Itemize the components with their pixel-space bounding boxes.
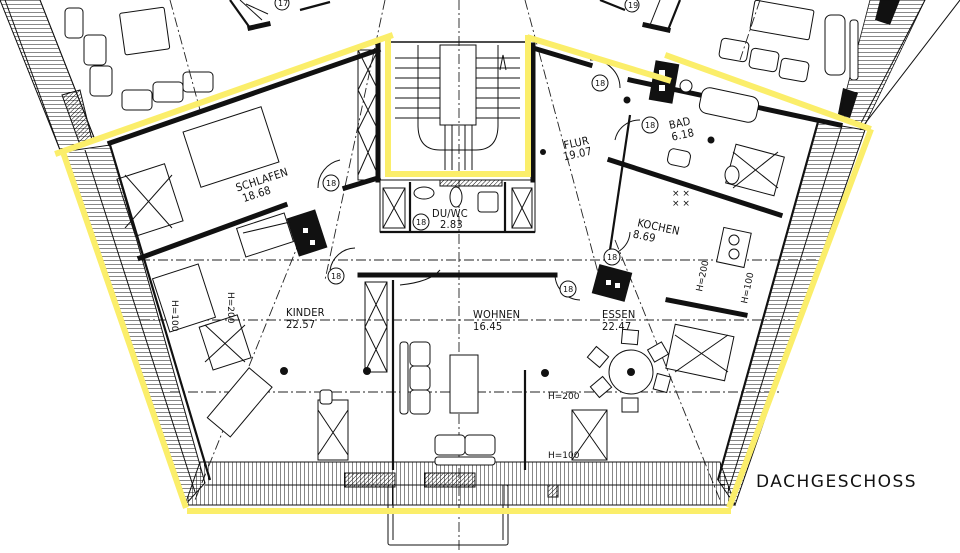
svg-text:× ×: × × (672, 199, 690, 209)
furniture: × × × × (151, 79, 760, 466)
room-area-duwc: 2.83 (440, 218, 463, 231)
height-note: H=100 (169, 300, 179, 332)
drawing-title: DACHGESCHOSS (756, 472, 917, 492)
walls (106, 42, 843, 470)
door-marker-schlafen: 18 (326, 179, 336, 188)
height-note: H=200 (695, 259, 711, 292)
room-area-kochen: 8.69 (632, 228, 657, 245)
height-note: H=100 (548, 451, 580, 461)
stairwell (387, 41, 527, 175)
door-marker-kinder: 18 (331, 272, 341, 281)
room-name-duwc: DU/WC (432, 207, 468, 220)
upper-left-unit: 17 (0, 0, 331, 151)
door-marker-17: 17 (278, 0, 288, 8)
room-area-wohnen: 16.45 (473, 320, 502, 333)
door-marker-duwc: 18 (416, 218, 426, 227)
upper-right-unit: 19 (599, 0, 960, 131)
height-note: H=200 (225, 292, 235, 324)
room-area-flur: 19.07 (562, 145, 593, 164)
door-marker-19: 19 (628, 1, 638, 10)
room-name-kinder: KINDER (286, 306, 325, 319)
room-name-wohnen: WOHNEN (473, 308, 520, 321)
chimneys (280, 60, 715, 377)
room-name-essen: ESSEN (602, 308, 635, 321)
door-marker-essen: 18 (563, 285, 573, 294)
room-area-essen: 22.47 (602, 320, 631, 333)
room-name-bad: BAD (668, 115, 692, 132)
door-marker-kochen: 18 (607, 253, 617, 262)
room-area-bad: 6.18 (670, 126, 695, 143)
svg-text:× ×: × × (672, 189, 690, 199)
built-in-cabinets (116, 49, 785, 461)
height-note: H=200 (548, 392, 580, 402)
room-name-flur: FLUR (563, 134, 591, 152)
door-markers: 18 18 18 18 18 18 18 (322, 74, 659, 298)
room-area-kinder: 22.57 (286, 318, 315, 331)
door-marker-flur: 18 (595, 79, 605, 88)
unit-highlight-outline (54, 32, 874, 514)
roof-slope-bottom (184, 461, 736, 506)
height-note: H=100 (740, 271, 756, 304)
door-marker-bad: 18 (645, 121, 655, 130)
